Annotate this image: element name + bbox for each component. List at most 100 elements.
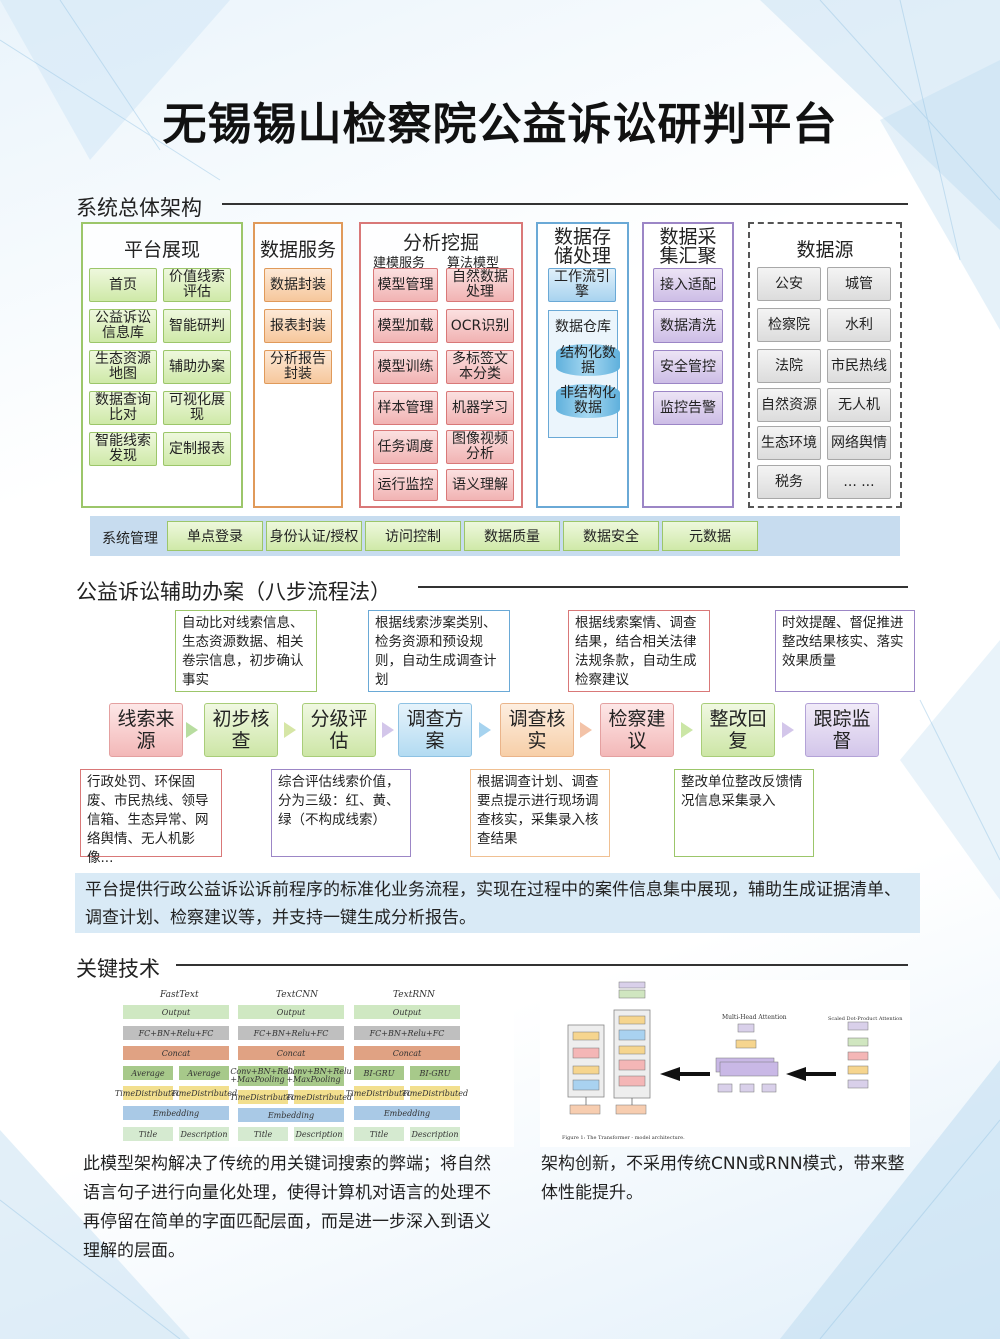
source-item[interactable]: ... ... <box>827 465 891 499</box>
step-investigation-verify[interactable]: 调查核实 <box>500 703 574 757</box>
model-input: Description <box>410 1127 460 1141</box>
model-embedding-layer: Embedding <box>354 1106 460 1120</box>
platform-item[interactable]: 数据查询比对 <box>89 391 157 425</box>
step-clue-source[interactable]: 线索来源 <box>109 703 183 757</box>
workflow-engine[interactable]: 工作流引擎 <box>548 268 616 302</box>
platform-title: 平台展现 <box>123 239 200 261</box>
text-classification-models-image: FastText TextCNN TextRNN Output Output O… <box>78 980 514 1147</box>
step-preliminary-check[interactable]: 初步核查 <box>204 703 278 757</box>
step-investigation-plan[interactable]: 调查方案 <box>398 703 472 757</box>
note-procuratorial-advice: 根据线索案情、调查结果，结合相关法律法规条款，自动生成检察建议 <box>568 610 710 692</box>
sdpa-label: Scaled Dot-Product Attention <box>828 1016 903 1022</box>
mining-item[interactable]: 任务调度 <box>373 430 438 464</box>
structured-data-cylinder[interactable]: 结构化数据 <box>556 344 620 376</box>
model-mid-layer: BI-GRU <box>354 1066 404 1080</box>
platform-item[interactable]: 生态资源地图 <box>89 350 157 384</box>
step-grading[interactable]: 分级评估 <box>302 703 376 757</box>
model-name: FastText <box>160 990 199 1000</box>
platform-item[interactable]: 智能研判 <box>163 309 231 343</box>
mining-item[interactable]: 自然数据处理 <box>446 268 514 302</box>
collect-item[interactable]: 接入适配 <box>653 268 723 302</box>
auth-button[interactable]: 身份认证/授权 <box>266 521 362 551</box>
section-heading-process: 公益诉讼辅助办案（八步流程法） <box>76 580 391 604</box>
collect-item[interactable]: 安全管控 <box>653 350 723 384</box>
unstructured-data-cylinder[interactable]: 非结构化数据 <box>556 384 620 418</box>
note-preliminary-check: 自动比对线索信息、生态资源数据、相关卷宗信息，初步确认事实 <box>175 610 317 692</box>
data-security-button[interactable]: 数据安全 <box>563 521 659 551</box>
section-heading-technology: 关键技术 <box>76 957 160 981</box>
model-mid-layer: Average <box>123 1066 173 1080</box>
model-mid-layer: Conv+BN+Relu +MaxPooling <box>230 1066 296 1086</box>
platform-item[interactable]: 辅助办案 <box>163 350 231 384</box>
section-heading-architecture: 系统总体架构 <box>76 196 202 220</box>
data-quality-button[interactable]: 数据质量 <box>464 521 560 551</box>
source-item[interactable]: 检察院 <box>757 308 821 342</box>
section-divider <box>176 964 908 966</box>
mining-item[interactable]: 模型加载 <box>373 309 438 343</box>
mining-item[interactable]: OCR识别 <box>446 309 514 343</box>
model-mid-layer: Conv+BN+Relu +MaxPooling <box>286 1066 352 1086</box>
model-timedist-layer: TimeDistributed <box>115 1086 181 1100</box>
arrow-right-icon <box>479 722 491 738</box>
platform-item[interactable]: 价值线索评估 <box>163 268 231 302</box>
service-item[interactable]: 报表封装 <box>264 309 332 343</box>
mining-item[interactable]: 图像视频分析 <box>446 430 514 464</box>
collect-item[interactable]: 数据清洗 <box>653 309 723 343</box>
collection-title: 数据采集汇聚 <box>659 226 717 267</box>
transformer-architecture-image: Multi-Head Attention Scaled Dot-Product … <box>540 980 910 1147</box>
analysis-mining-title: 分析挖掘 <box>402 232 479 254</box>
mining-item[interactable]: 多标签文本分类 <box>446 350 514 384</box>
mining-item[interactable]: 运行监控 <box>373 469 438 501</box>
model-timedist-layer: TimeDistributed <box>402 1086 468 1100</box>
sso-button[interactable]: 单点登录 <box>167 521 263 551</box>
step-tracking-supervision[interactable]: 跟踪监督 <box>805 703 879 757</box>
storage-title: 数据存储处理 <box>553 226 611 267</box>
source-item[interactable]: 公安 <box>757 267 821 301</box>
model-output-layer: Output <box>354 1005 460 1019</box>
source-item[interactable]: 自然资源 <box>757 388 821 422</box>
process-summary: 平台提供行政公益诉讼诉前程序的标准化业务流程，实现在过程中的案件信息集中展现，辅… <box>75 873 920 933</box>
data-source-title: 数据源 <box>796 239 854 261</box>
model-fc-layer: FC+BN+Relu+FC <box>238 1026 344 1040</box>
source-item[interactable]: 无人机 <box>827 388 891 422</box>
model-mid-layer: Average <box>179 1066 229 1080</box>
model-input: Description <box>294 1127 344 1141</box>
source-item[interactable]: 税务 <box>757 465 821 499</box>
service-item[interactable]: 分析报告封装 <box>264 350 332 384</box>
mining-item[interactable]: 模型管理 <box>373 268 438 302</box>
service-item[interactable]: 数据封装 <box>264 268 332 302</box>
mining-item[interactable]: 样本管理 <box>373 391 438 425</box>
section-divider <box>418 586 908 588</box>
source-item[interactable]: 城管 <box>827 267 891 301</box>
model-output-layer: Output <box>238 1005 344 1019</box>
source-item[interactable]: 网络舆情 <box>827 426 891 460</box>
platform-item[interactable]: 可视化展现 <box>163 391 231 425</box>
platform-item[interactable]: 公益诉讼信息库 <box>89 309 157 343</box>
model-embedding-layer: Embedding <box>238 1108 344 1122</box>
transformer-diagram <box>567 981 869 1115</box>
step-procuratorial-advice[interactable]: 检察建议 <box>600 703 674 757</box>
mining-item[interactable]: 模型训练 <box>373 350 438 384</box>
modeling-service-label: 建模服务 <box>373 256 426 271</box>
platform-item[interactable]: 定制报表 <box>163 432 231 466</box>
source-item[interactable]: 生态环境 <box>757 426 821 460</box>
note-tracking: 时效提醒、督促推进整改结果核实、落实效果质量 <box>775 610 915 692</box>
technology-description-left: 此模型架构解决了传统的用关键词搜索的弊端；将自然语言句子进行向量化处理，使得计算… <box>83 1154 491 1261</box>
step-rectification-reply[interactable]: 整改回复 <box>701 703 775 757</box>
mining-item[interactable]: 语义理解 <box>446 469 514 501</box>
transformer-caption: Figure 1: The Transformer - model archit… <box>562 1135 685 1141</box>
model-timedist-layer: TimeDistributed <box>230 1090 296 1104</box>
metadata-button[interactable]: 元数据 <box>662 521 758 551</box>
model-concat-layer: Concat <box>354 1046 460 1060</box>
note-clue-source: 行政处罚、环保固废、市民热线、领导信箱、生态异常、网络舆情、无人机影像... <box>80 769 222 866</box>
mining-item[interactable]: 机器学习 <box>446 391 514 425</box>
platform-item[interactable]: 智能线索发现 <box>89 432 157 466</box>
source-item[interactable]: 法院 <box>757 349 821 383</box>
access-control-button[interactable]: 访问控制 <box>365 521 461 551</box>
model-concat-layer: Concat <box>123 1046 229 1060</box>
source-item[interactable]: 市民热线 <box>827 349 891 383</box>
collect-item[interactable]: 监控告警 <box>653 391 723 425</box>
source-item[interactable]: 水利 <box>827 308 891 342</box>
model-input: Title <box>123 1127 173 1141</box>
platform-item[interactable]: 首页 <box>89 268 157 302</box>
